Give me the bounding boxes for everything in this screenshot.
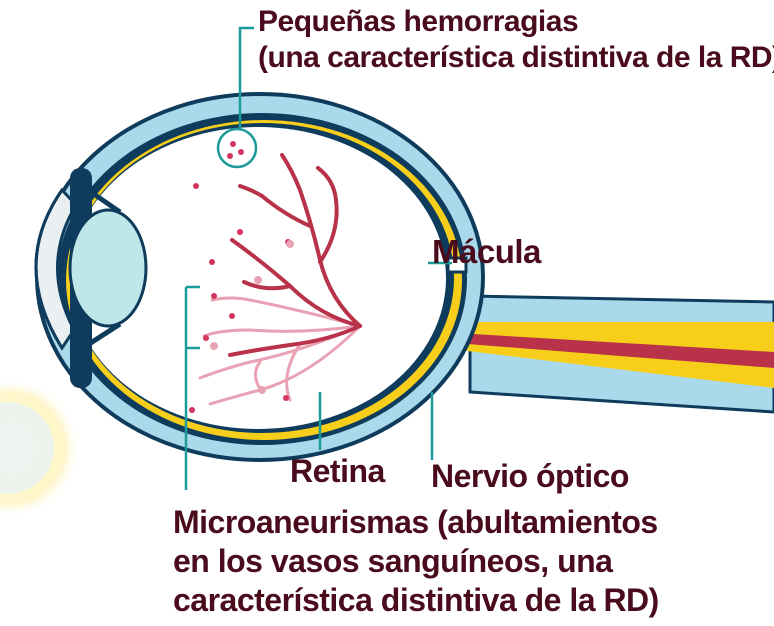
microaneurysms-label-line3: característica distintiva de la RD)	[173, 582, 659, 619]
eyeball	[35, 92, 485, 462]
hemorrhages-label-line1: Pequeñas hemorragias	[258, 5, 579, 38]
light-glow	[0, 378, 80, 518]
microaneurysms-label-line2: en los vasos sanguíneos, una	[173, 543, 613, 580]
microaneurysm-dots	[210, 240, 294, 394]
optic-nerve-label: Nervio óptico	[431, 458, 629, 494]
hemorrhage-highlight-circle	[216, 127, 258, 169]
hemorrhage-leader	[238, 26, 254, 128]
retina-label: Retina	[290, 453, 385, 489]
anterior-segment	[34, 168, 148, 388]
microaneurysms-label-line1: Microaneurismas (abultamientos	[173, 504, 658, 540]
microaneurysms-label: Microaneurismas (abultamientos en los va…	[173, 503, 659, 620]
leader-lines	[184, 26, 452, 490]
hemorrhages-label: Pequeñas hemorragias (una característica…	[258, 4, 774, 76]
macula-label: Mácula	[432, 233, 541, 270]
macula-notch	[446, 256, 468, 274]
hemorrhages-label-line2: (una característica distintiva de la RD)	[258, 41, 774, 74]
retinal-vessels	[198, 153, 362, 406]
hemorrhage-dots	[189, 141, 291, 413]
